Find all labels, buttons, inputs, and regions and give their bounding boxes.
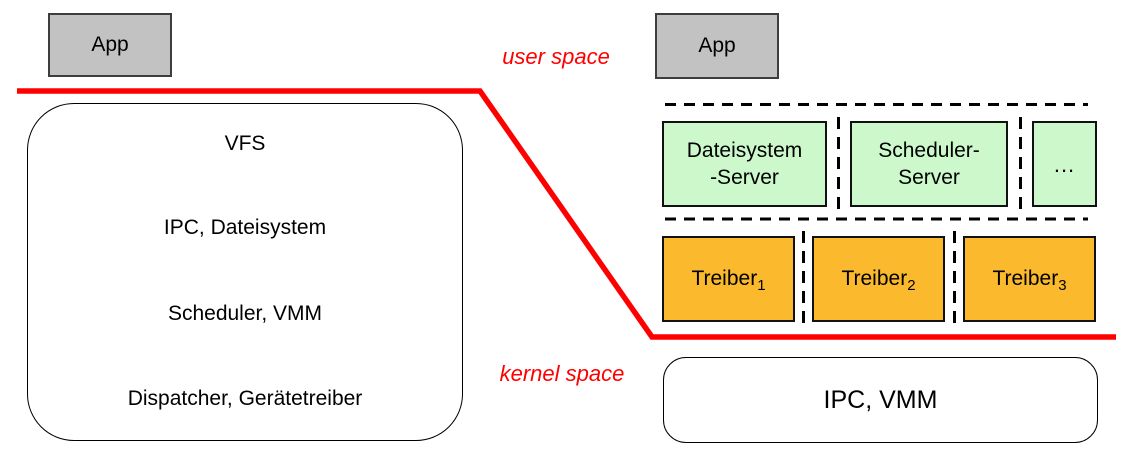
layer-label: IPC, Dateisystem [163,216,327,239]
server-label-line2: -Server [710,166,779,189]
user-space-label: user space [502,44,610,69]
layer-label: Scheduler, VMM [167,302,323,325]
driver-label: Treiber2 [841,267,916,294]
server-box-more: ... [1032,121,1097,207]
driver-label: Treiber3 [992,267,1067,294]
kernel-layer-vfs: VFS [27,103,463,185]
kernel-layer-scheduler-vmm: Scheduler, VMM [27,271,463,357]
layer-label: VFS [224,132,266,155]
microkernel-box: IPC, VMM [663,357,1098,443]
server-label-line1: ... [1053,151,1076,177]
app-label: App [698,34,736,57]
server-box-dateisystem: Dateisystem -Server [662,121,827,207]
kernel-layer-ipc-dateisystem: IPC, Dateisystem [27,185,463,271]
app-box-left: App [48,13,172,77]
app-label: App [91,33,129,56]
server-label-line1: Scheduler- [878,139,980,162]
driver-box-1: Treiber1 [662,236,795,322]
microkernel-label: IPC, VMM [823,385,938,414]
driver-subscript: 1 [757,277,766,294]
monolithic-kernel-box [27,103,463,441]
server-label-line2: Server [898,166,960,189]
server-box-scheduler: Scheduler- Server [850,121,1008,207]
driver-box-2: Treiber2 [812,236,945,322]
driver-subscript: 2 [907,277,916,294]
kernel-space-label: kernel space [499,361,625,386]
kernel-layer-dispatcher-geraetetreiber: Dispatcher, Gerätetreiber [27,357,463,441]
driver-label: Treiber1 [691,267,766,294]
server-label-line1: Dateisystem [686,139,803,162]
app-box-right: App [655,13,779,79]
driver-box-3: Treiber3 [963,236,1096,322]
layer-label: Dispatcher, Gerätetreiber [127,387,363,410]
driver-subscript: 3 [1058,277,1067,294]
